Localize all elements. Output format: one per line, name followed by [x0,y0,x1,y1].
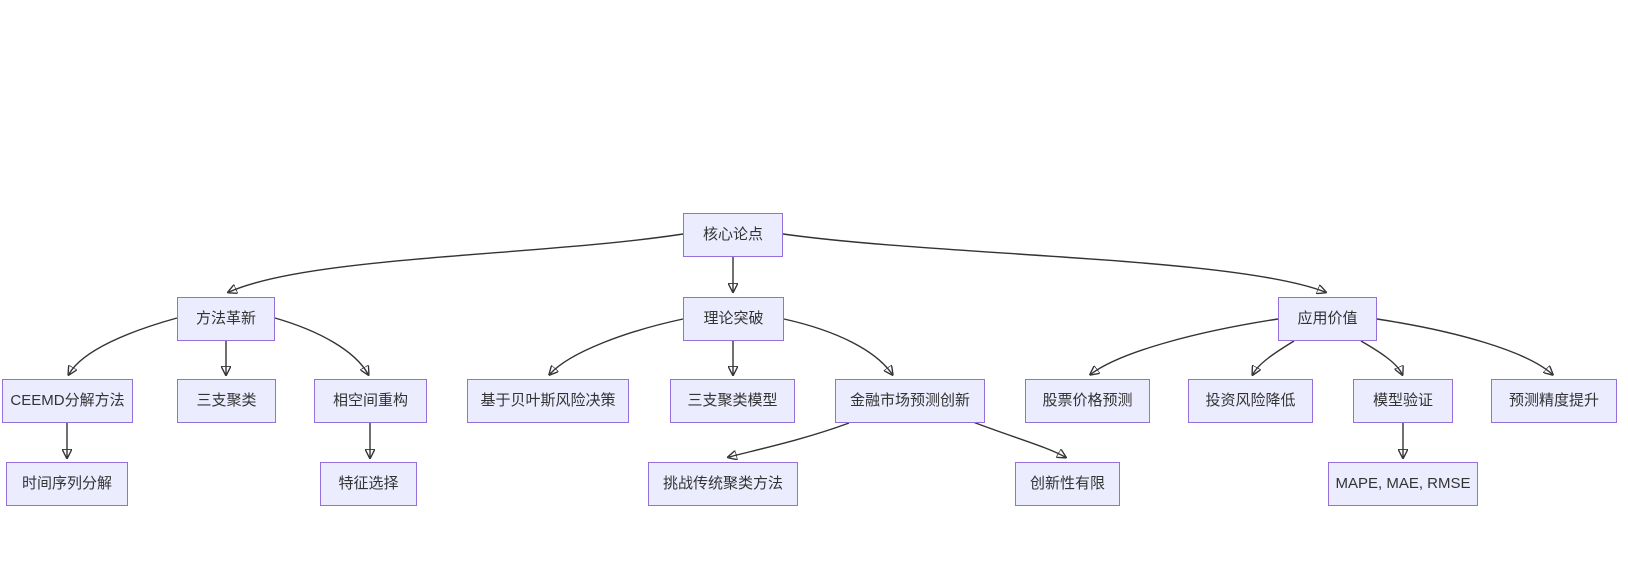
node-phase-space-reconstruction: 相空间重构 [314,379,427,423]
node-method-innovation: 方法革新 [177,297,275,341]
edge-theoretical-breakthrough-to-financial-market-forecast-innovation [783,318,892,374]
edge-method-innovation-to-ceemd-decomposition [69,317,178,374]
edge-financial-market-forecast-innovation-to-challenge-traditional-clustering [729,422,850,457]
edge-application-value-to-model-validation [1360,340,1402,374]
node-bayesian-risk-decision: 基于贝叶斯风险决策 [467,379,629,423]
node-application-value: 应用价值 [1278,297,1377,341]
edge-root-to-application-value [782,233,1325,292]
node-ceemd-decomposition: CEEMD分解方法 [2,379,133,423]
node-three-way-clustering: 三支聚类 [177,379,276,423]
node-theoretical-breakthrough: 理论突破 [683,297,784,341]
edge-method-innovation-to-phase-space-reconstruction [274,317,368,374]
node-feature-selection: 特征选择 [320,462,417,506]
node-time-series-decomposition: 时间序列分解 [6,462,128,506]
node-forecast-accuracy-improvement: 预测精度提升 [1491,379,1617,423]
node-challenge-traditional-clustering: 挑战传统聚类方法 [648,462,798,506]
node-investment-risk-reduction: 投资风险降低 [1188,379,1313,423]
edge-application-value-to-stock-price-prediction [1091,318,1279,374]
node-evaluation-metrics: MAPE, MAE, RMSE [1328,462,1478,506]
node-financial-market-forecast-innovation: 金融市场预测创新 [835,379,985,423]
edge-financial-market-forecast-innovation-to-limited-novelty [972,421,1065,457]
node-three-way-clustering-model: 三支聚类模型 [670,379,795,423]
edge-application-value-to-investment-risk-reduction [1253,340,1295,374]
node-limited-novelty: 创新性有限 [1015,462,1120,506]
node-core-argument: 核心论点 [683,213,783,257]
edge-application-value-to-forecast-accuracy-improvement [1376,318,1552,374]
edge-root-to-method-innovation [229,233,684,292]
edge-theoretical-breakthrough-to-bayesian-risk-decision [550,318,684,374]
node-stock-price-prediction: 股票价格预测 [1025,379,1150,423]
node-model-validation: 模型验证 [1353,379,1453,423]
